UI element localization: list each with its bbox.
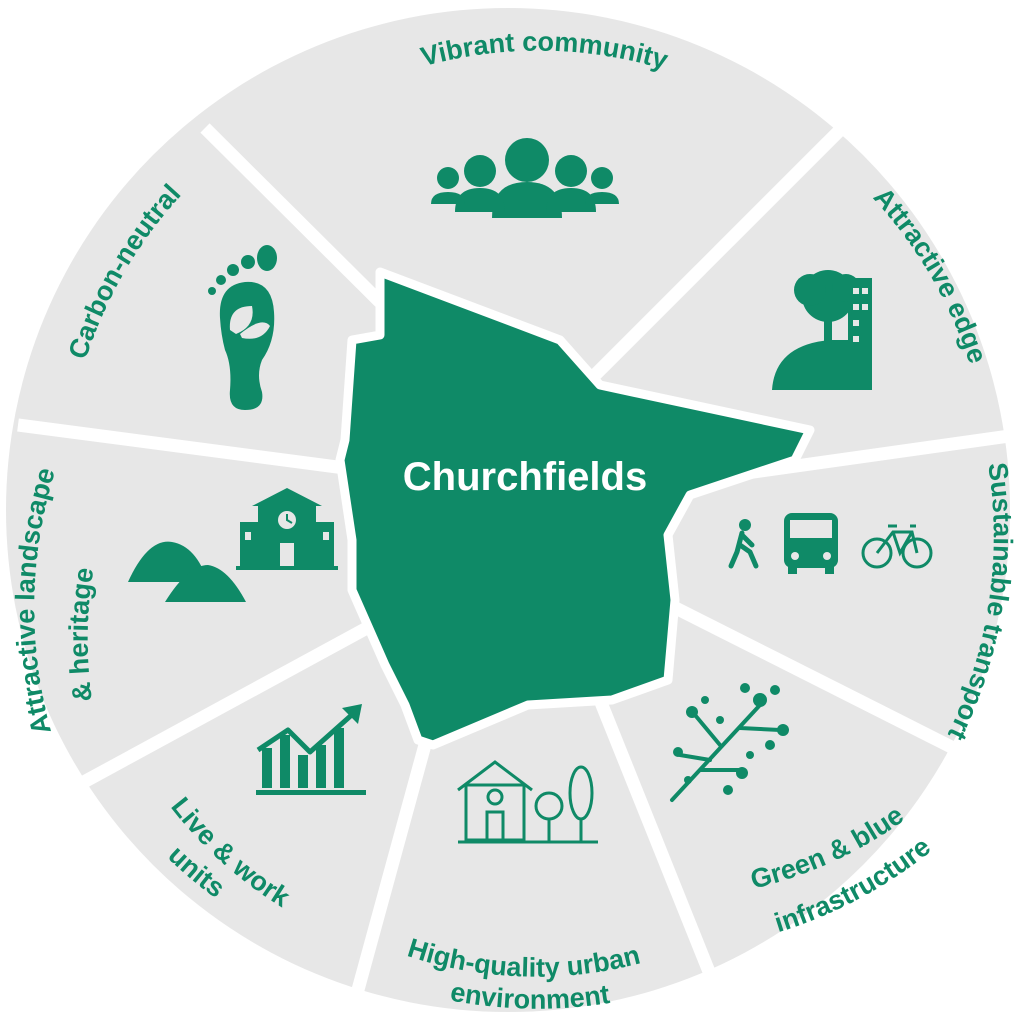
walk-bus-bike-icon (728, 513, 933, 574)
house-trees-icon (457, 760, 598, 844)
footprint-leaf-icon (208, 245, 277, 410)
segment-dividers (17, 123, 1016, 1019)
branch-icon (670, 683, 789, 802)
people-group-icon (431, 138, 619, 218)
segment-label-line-2: & heritage (64, 565, 100, 703)
hills-heritage-icon (128, 488, 338, 602)
svg-text:& heritage: & heritage (64, 565, 100, 703)
churchfields-site-outline (335, 267, 815, 750)
growth-chart-icon (256, 704, 366, 795)
center-title: Churchfields (403, 455, 647, 499)
tree-building-icon (772, 270, 872, 390)
